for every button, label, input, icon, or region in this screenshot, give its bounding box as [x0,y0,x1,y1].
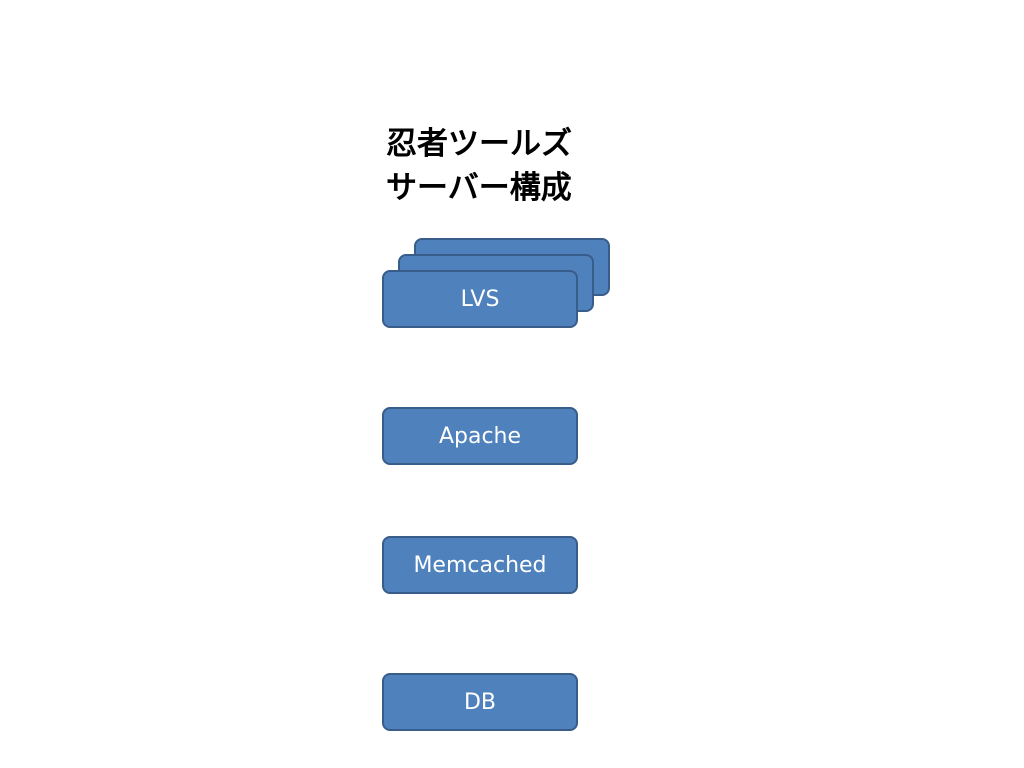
apache-server-box: Apache [382,407,578,465]
title-line-1: 忍者ツールズ [386,126,572,162]
memcached-server-box: Memcached [382,536,578,594]
db-label: DB [463,689,497,715]
apache-label: Apache [438,423,522,449]
diagram-title: 忍者ツールズ サーバー構成 [386,122,572,210]
title-line-2: サーバー構成 [386,170,572,206]
db-server-box: DB [382,673,578,731]
memcached-label: Memcached [413,552,547,578]
lvs-label: LVS [460,286,500,312]
lvs-server-box: LVS [382,270,578,328]
